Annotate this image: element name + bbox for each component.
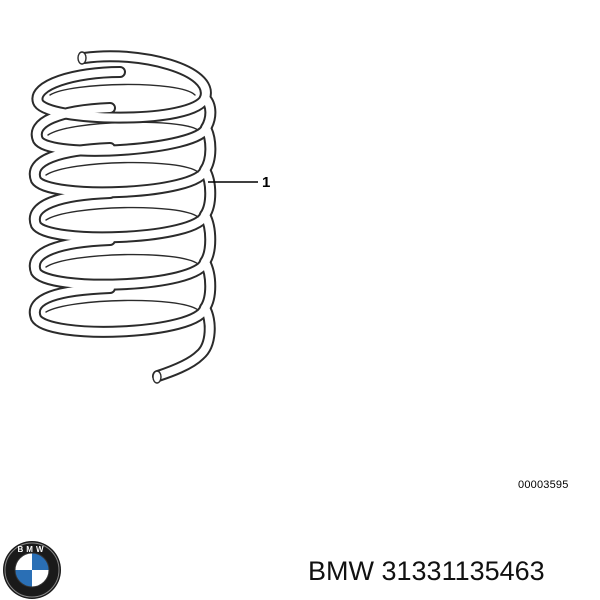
part-brand: BMW (308, 556, 374, 586)
diagram-reference-code: 00003595 (518, 479, 569, 491)
bmw-logo-icon: BMW (3, 541, 61, 599)
svg-text:BMW: BMW (18, 545, 47, 554)
part-number: 31331135463 (381, 556, 545, 586)
part-number-label: BMW 31331135463 (308, 556, 545, 587)
callout-number: 1 (262, 174, 271, 191)
